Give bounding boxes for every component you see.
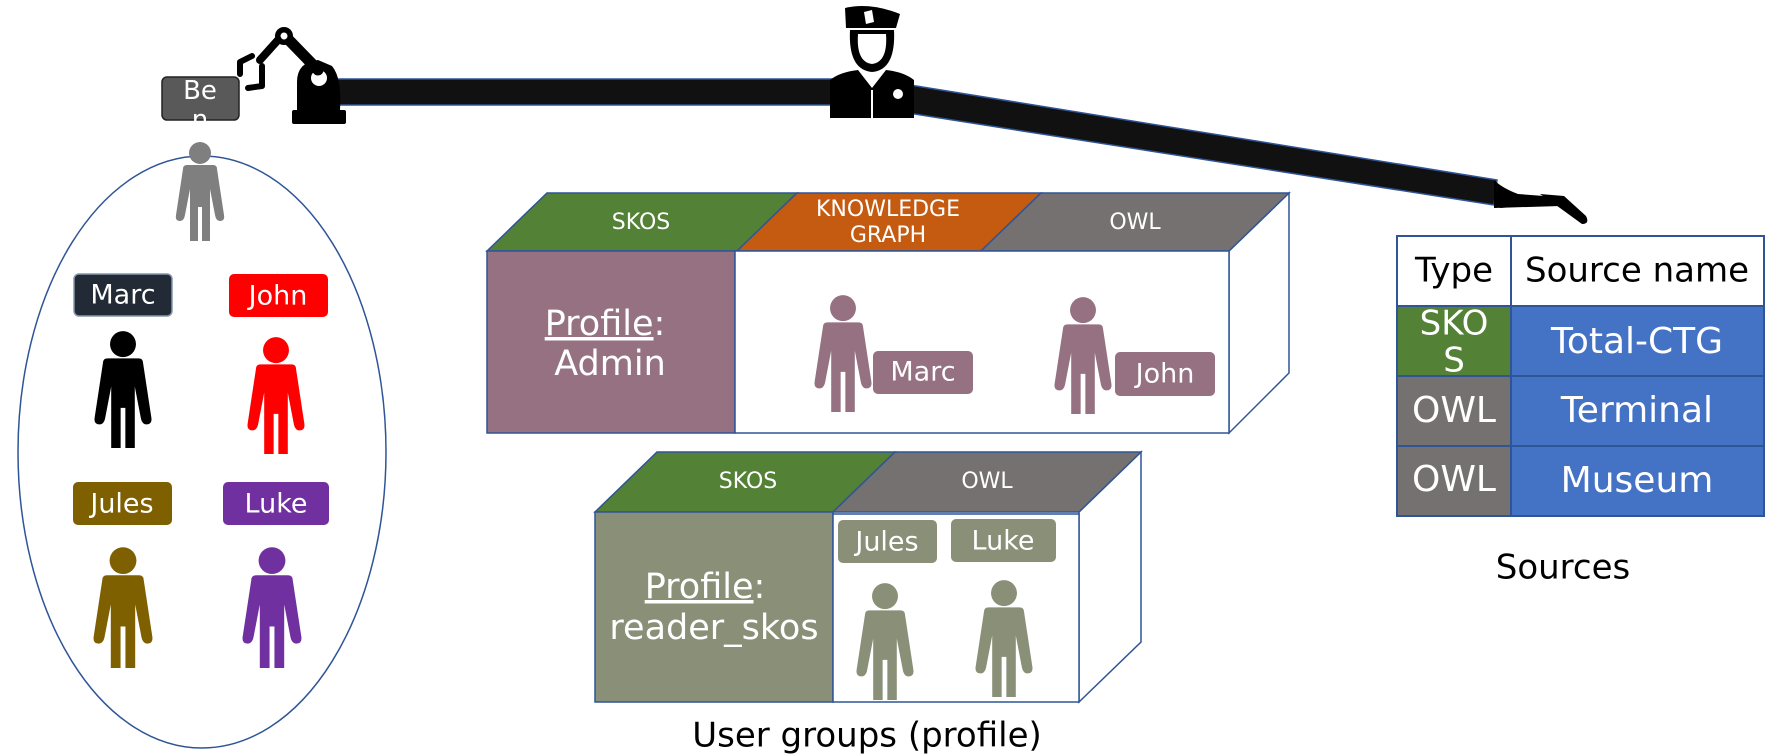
arm-bar-right	[907, 84, 1498, 206]
admin-tab-kg-label-2: GRAPH	[850, 223, 926, 248]
table-row-2-name: Terminal	[1560, 390, 1713, 431]
user-john: John	[229, 274, 328, 454]
users-ellipse	[17, 155, 387, 749]
reader-profile-name: reader_skos	[609, 608, 818, 648]
table-row-1-type-cell	[1396, 305, 1512, 377]
luke-label: Luke	[245, 489, 308, 520]
admin-member-john-box	[1115, 352, 1215, 396]
police-officer-icon	[830, 6, 914, 118]
reader-tab-skos-label: SKOS	[719, 469, 777, 494]
robot-arm-icon	[237, 27, 346, 124]
table-header-name: Source name	[1525, 251, 1749, 291]
admin-member-john-label: John	[1134, 359, 1195, 390]
reader-tab-owl	[831, 451, 1143, 513]
table-row-1-name: Total-CTG	[1550, 321, 1723, 362]
admin-tab-kg-label-1: KNOWLEDGE	[816, 197, 960, 222]
jules-label: Jules	[88, 489, 153, 520]
sources-caption: Sources	[1496, 548, 1631, 588]
reader-profile-panel	[594, 511, 834, 703]
table-row-2-type: OWL	[1412, 390, 1496, 431]
reader-member-luke-label: Luke	[972, 526, 1035, 557]
table-row-3-name: Museum	[1561, 460, 1714, 501]
reader-group-box: SKOS OWL Profile: reader_skos Jules Luke	[593, 450, 1143, 704]
reader-tab-owl-label: OWL	[961, 469, 1013, 494]
table-header-type-cell	[1396, 235, 1512, 307]
admin-member-marc-label: Marc	[890, 357, 955, 388]
table-header-type: Type	[1414, 251, 1493, 291]
admin-group-box: SKOS KNOWLEDGE GRAPH OWL Profile: Admin …	[485, 191, 1291, 435]
user-luke: Luke	[223, 482, 329, 668]
admin-profile-label: Profile:	[545, 304, 666, 344]
table-row-3-type: OWL	[1412, 459, 1496, 500]
jules-label-box	[73, 482, 172, 525]
admin-members-panel	[734, 250, 1230, 434]
user-jules: Jules	[73, 482, 172, 668]
john-label-box	[229, 274, 328, 317]
table-row-3-name-cell	[1510, 445, 1765, 517]
reader-profile-label: Profile:	[645, 567, 766, 607]
ben-label-box	[161, 76, 240, 121]
sources-table: Type Source name SKO S Total-CTG OWL Ter…	[1396, 235, 1765, 517]
connector-arms	[334, 78, 1498, 206]
table-row-1-name-cell	[1510, 305, 1765, 377]
table-header-name-cell	[1510, 235, 1765, 307]
admin-profile-panel	[486, 250, 736, 434]
arm-bar-left	[334, 78, 836, 106]
admin-member-marc-box	[873, 351, 973, 394]
user-marc: Marc	[73, 273, 173, 448]
john-label: John	[247, 281, 308, 312]
table-row-2-name-cell	[1510, 375, 1765, 447]
admin-profile-name: Admin	[554, 344, 666, 384]
reader-member-jules-label: Jules	[853, 527, 918, 558]
reader-member-luke-box	[951, 519, 1056, 562]
admin-tab-owl-label: OWL	[1109, 210, 1161, 235]
reader-member-jules-box	[838, 520, 937, 563]
table-row-1-type-line-1: SKO	[1420, 304, 1489, 344]
marc-label-box	[73, 273, 173, 317]
admin-tab-skos-label: SKOS	[612, 210, 670, 235]
table-row-2-type-cell	[1396, 375, 1512, 447]
user-groups-caption: User groups (profile)	[692, 716, 1042, 755]
hand-icon	[1494, 180, 1588, 224]
table-row-1-type-line-2: S	[1443, 341, 1465, 381]
marc-label: Marc	[90, 280, 155, 311]
luke-label-box	[223, 482, 329, 525]
